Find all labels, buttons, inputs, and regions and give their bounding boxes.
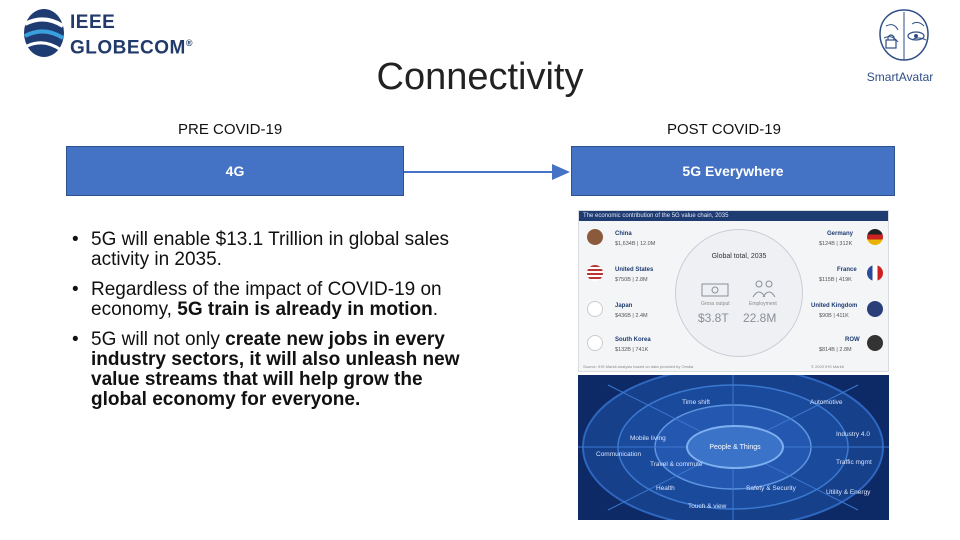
- box-4g: 4G: [66, 146, 404, 196]
- box-5g-everywhere: 5G Everywhere: [571, 146, 895, 196]
- post-covid-label: POST COVID-19: [667, 121, 781, 138]
- global-total-circle: [675, 229, 803, 357]
- globe-icon: [24, 9, 65, 57]
- bullet-list: 5G will enable $13.1 Trillion in global …: [70, 230, 480, 420]
- smartavatar-logo: SmartAvatar: [862, 4, 950, 88]
- infographic-copyright: © 2020 IHS Markit: [811, 364, 844, 369]
- flag-japan: [587, 301, 603, 317]
- use-case-label: Mobile living: [630, 435, 666, 442]
- bullet-item: 5G will not only create new jobs in ever…: [70, 330, 480, 410]
- flag-china: [587, 229, 603, 245]
- bullet-text: 5G will not only: [91, 329, 226, 350]
- country-name: Japan: [615, 303, 633, 309]
- slide-title: Connectivity: [376, 56, 584, 98]
- people-icon: [752, 280, 776, 298]
- bullet-bold-text: create new jobs in every industry sector…: [91, 329, 460, 410]
- money-icon: [701, 283, 729, 297]
- use-case-label: Industry 4.0: [836, 431, 870, 438]
- country-value: $1,634B | 12.0M: [615, 241, 656, 247]
- ieee-globecom-logo: IEEE GLOBECOM®: [22, 6, 212, 60]
- use-case-label: Touch & view: [688, 503, 727, 510]
- employment-label: Employment: [749, 301, 777, 307]
- people-and-things-hub: People & Things: [686, 425, 784, 469]
- economic-contribution-infographic: The economic contribution of the 5G valu…: [578, 210, 889, 372]
- country-name: United Kingdom: [811, 303, 858, 309]
- country-value: $750B | 2.8M: [615, 277, 648, 283]
- country-name: South Korea: [615, 337, 651, 343]
- infographic-header: The economic contribution of the 5G valu…: [579, 211, 888, 221]
- use-case-label: Traffic mgmt: [836, 459, 872, 466]
- globe-row-icon: [867, 335, 883, 351]
- use-case-label: Utility & Energy: [826, 489, 871, 496]
- gross-output-value: $3.8T: [698, 311, 729, 325]
- flag-france: [867, 265, 883, 281]
- gross-output-label: Gross output: [701, 301, 730, 307]
- box-5g-label: 5G Everywhere: [682, 163, 784, 179]
- country-name: China: [615, 231, 632, 237]
- bullet-bold-text: 5G train is already in motion: [177, 299, 433, 320]
- transition-arrow: [404, 164, 570, 180]
- country-value: $90B | 411K: [819, 313, 849, 319]
- bullet-item: 5G will enable $13.1 Trillion in global …: [70, 230, 480, 270]
- country-name: United States: [615, 267, 654, 273]
- use-case-label: Automotive: [810, 399, 843, 406]
- global-total-label: Global total, 2035: [711, 253, 767, 260]
- ieee-text: IEEE: [70, 12, 116, 33]
- 5g-use-cases-infographic: People & Things Time shift Automotive Co…: [578, 375, 889, 520]
- country-value: $436B | 2.4M: [615, 313, 648, 319]
- country-value: $814B | 2.8M: [819, 347, 852, 353]
- brain-lock-icon: [879, 9, 929, 61]
- globecom-text: GLOBECOM: [70, 37, 186, 59]
- pre-covid-label: PRE COVID-19: [178, 121, 283, 138]
- infographic-source: Source: IHS Markit analysis based on dat…: [583, 364, 694, 369]
- bullet-text: 5G will enable $13.1 Trillion in global …: [91, 229, 450, 270]
- flag-united-kingdom: [867, 301, 883, 317]
- use-case-label: Time shift: [682, 399, 710, 406]
- employment-value: 22.8M: [743, 311, 777, 325]
- country-name: Germany: [827, 231, 854, 237]
- flag-south-korea: [587, 335, 603, 351]
- use-case-label: Health: [656, 485, 675, 492]
- smartavatar-text: SmartAvatar: [866, 70, 934, 84]
- country-name: ROW: [845, 337, 860, 343]
- bullet-text: Regardless of the impact of COVID-19 on …: [91, 279, 442, 320]
- box-4g-label: 4G: [225, 163, 245, 179]
- registered-mark: ®: [185, 38, 194, 48]
- use-case-label: Safety & Security: [746, 485, 796, 492]
- use-case-label: Communication: [596, 451, 642, 458]
- use-case-label: Travel & commute: [650, 461, 703, 468]
- flag-germany: [867, 229, 883, 245]
- country-name: France: [837, 267, 857, 273]
- country-value: $132B | 741K: [615, 347, 649, 353]
- bullet-item: Regardless of the impact of COVID-19 on …: [70, 280, 480, 320]
- flag-united-states: [587, 265, 603, 281]
- bullet-text: .: [432, 299, 439, 320]
- country-value: $115B | 419K: [819, 277, 852, 283]
- country-value: $124B | 312K: [819, 241, 853, 247]
